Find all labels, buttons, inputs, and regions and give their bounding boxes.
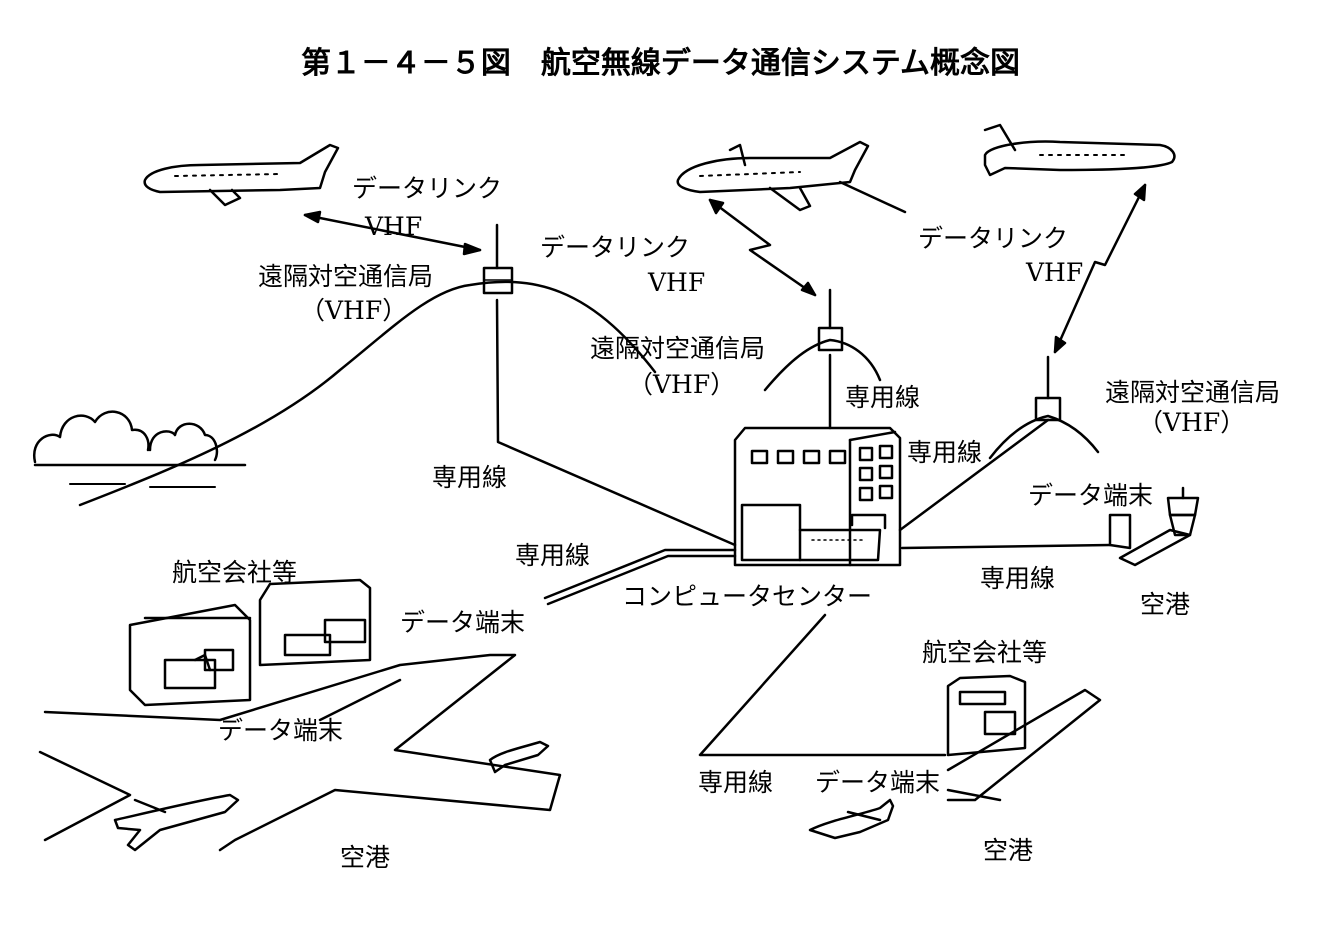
vhf-label-right: VHF <box>1026 258 1084 287</box>
vhf-paren-label-right: （VHF） <box>1138 408 1246 437</box>
left-station-antenna <box>482 223 514 295</box>
datalink-label-right: データリンク <box>918 224 1069 253</box>
leased-line-label-right-airport: 専用線 <box>980 564 1056 593</box>
data-terminal-label-left-lower: データ端末 <box>218 716 344 745</box>
leased-line-right-airport <box>900 543 1112 550</box>
airport-label-left: 空港 <box>340 843 391 872</box>
computer-center-building <box>733 426 902 567</box>
datalink-label-middle: データリンク <box>540 233 691 262</box>
remote-station-label-right: 遠隔対空通信局 <box>1105 378 1281 407</box>
right-station-antenna <box>1034 355 1062 422</box>
aircraft-middle <box>676 140 907 214</box>
data-terminal-label-right: データ端末 <box>1028 481 1154 510</box>
bottom-airport-plane <box>808 798 895 840</box>
left-airline-buildings <box>128 578 372 707</box>
right-airport <box>1108 486 1200 567</box>
airport-label-bottom: 空港 <box>983 836 1034 865</box>
leased-line-bottom-airline <box>698 613 947 757</box>
aircraft-left <box>143 143 340 207</box>
airport-label-right: 空港 <box>1140 590 1191 619</box>
figure-title: 第１－４－５図 航空無線データ通信システム概念図 <box>300 46 1021 81</box>
airline-label-bottom: 航空会社等 <box>922 638 1048 667</box>
left-mountain <box>78 280 657 507</box>
datalink-label-left: データリンク <box>352 174 503 203</box>
remote-station-label-left: 遠隔対空通信局 <box>258 262 434 291</box>
remote-station-label-middle: 遠隔対空通信局 <box>590 334 766 363</box>
left-airport-runway <box>38 653 562 852</box>
leased-line-left-airline-b <box>546 554 737 606</box>
vhf-label-middle: VHF <box>648 268 706 297</box>
leased-line-label-middle: 専用線 <box>845 383 921 412</box>
leased-line-left-station <box>495 298 737 547</box>
bottom-airport-runway <box>946 688 1102 802</box>
computer-center-label: コンピュータセンター <box>622 582 873 611</box>
leased-line-left-airline <box>543 548 737 600</box>
leased-line-label-right-station: 専用線 <box>907 438 983 467</box>
vhf-paren-label-middle: （VHF） <box>628 370 736 399</box>
leased-line-label-left-station: 専用線 <box>432 463 508 492</box>
airline-label-left: 航空会社等 <box>172 558 298 587</box>
bottom-airline-building <box>946 674 1027 757</box>
vhf-paren-label-left: （VHF） <box>300 296 408 325</box>
leased-line-right-station <box>898 418 1050 532</box>
vhf-label-left: VHF <box>365 212 423 241</box>
datalink-arrow-left <box>303 210 482 256</box>
right-hill <box>988 414 1100 460</box>
data-terminal-label-left-upper: データ端末 <box>400 608 526 637</box>
datalink-bolt-right <box>1053 183 1147 354</box>
data-terminal-label-bottom: データ端末 <box>815 768 941 797</box>
middle-station-antenna <box>817 288 844 352</box>
left-airport-plane-ground-1 <box>113 793 240 852</box>
clouds <box>32 410 219 464</box>
datalink-bolt-middle <box>708 198 817 297</box>
leased-line-label-left-airline: 専用線 <box>515 541 591 570</box>
middle-hill <box>763 338 882 392</box>
left-airport-plane-ground-2 <box>488 740 550 774</box>
leased-line-label-bottom: 専用線 <box>698 768 774 797</box>
aircraft-right <box>983 123 1176 177</box>
